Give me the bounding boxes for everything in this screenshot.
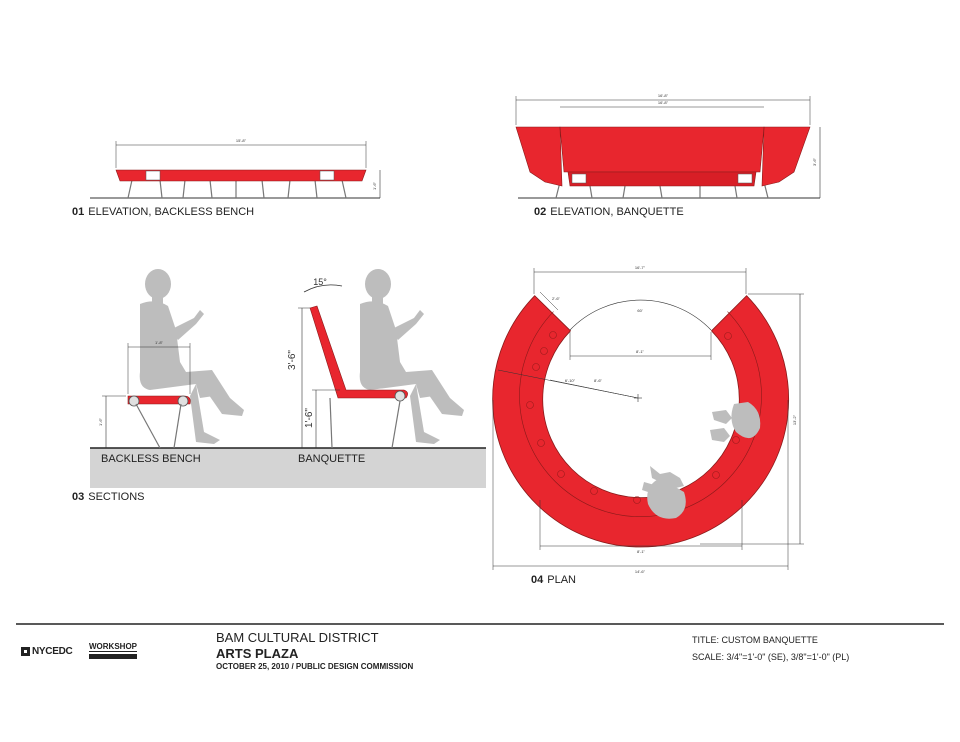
- label-section-backless-bench: BACKLESS BENCH: [101, 453, 201, 465]
- dim-banquette-length-inner: 16'-8": [658, 100, 669, 105]
- sections: 1'-8" 1'-6" 15° 3'-6" 1'-6": [90, 269, 486, 488]
- dim-back-height: 3'-6": [287, 350, 298, 370]
- nycedc-logo-mark: [21, 647, 30, 656]
- dim-banquette-height: 3'-6": [812, 157, 817, 166]
- plan: 60' 8'-1" 8'-6" 6'-10" 2'-6" 16'-7" 8'-1…: [492, 265, 804, 574]
- seated-figure-icon: [139, 269, 244, 444]
- dim-bench-height: 1'-6": [372, 181, 377, 190]
- dim-bench-length: 15'-8": [236, 138, 247, 143]
- dim-back-angle: 15°: [313, 277, 327, 287]
- dim-plan-side: 13'-2": [792, 414, 797, 425]
- elevation-backless-bench: 15'-8" 1'-6": [90, 138, 381, 199]
- seated-figure-icon: [359, 269, 464, 444]
- dim-plan-top: 16'-7": [635, 265, 646, 270]
- elevation-banquette: 16'-8" 16'-8" 3'-6": [515, 93, 821, 199]
- dim-plan-end: 2'-6": [552, 296, 561, 301]
- dim-seat-height: 1'-6": [98, 417, 103, 426]
- dim-plan-opening: 8'-1": [636, 349, 645, 354]
- dim-plan-inner-bottom: 8'-1": [637, 549, 646, 554]
- dim-banquette-length-outer: 16'-8": [658, 93, 669, 98]
- dim-plan-radius-2: 6'-10": [565, 378, 576, 383]
- ground-plane: [90, 448, 486, 488]
- sheet-scale: SCALE: 3/4"=1'-0" (SE), 3/8"=1'-0" (PL): [692, 652, 850, 662]
- submission-date: OCTOBER 25, 2010 / PUBLIC DESIGN COMMISS…: [216, 662, 414, 671]
- banquette-ring: [492, 295, 790, 548]
- dim-plan-radius-1: 8'-6": [594, 378, 603, 383]
- nycedc-logo: NYCEDC: [32, 646, 73, 657]
- project-name: BAM CULTURAL DISTRICT: [216, 630, 379, 645]
- dim-seat-depth: 1'-8": [155, 340, 164, 345]
- sheet-title: TITLE: CUSTOM BANQUETTE: [692, 635, 818, 645]
- label-section-banquette: BANQUETTE: [298, 453, 366, 465]
- top-view-figure-icon: [642, 466, 686, 519]
- project-subtitle: ARTS PLAZA: [216, 646, 299, 661]
- workshop-logo: WORKSHOP: [89, 642, 137, 659]
- dim-plan-bottom: 14'-6": [635, 569, 646, 574]
- dim-seat-height-banquette: 1'-6": [304, 408, 315, 428]
- dim-plan-arc: 60': [637, 308, 642, 313]
- top-view-figure-icon: [710, 402, 761, 442]
